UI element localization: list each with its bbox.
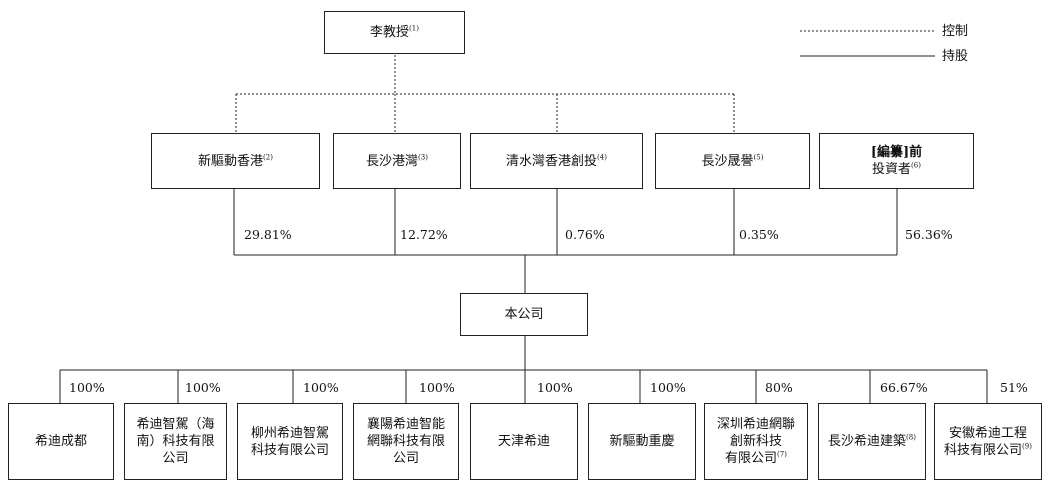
shareholder-note: (5)	[753, 153, 764, 162]
subsidiary-pct: 100%	[69, 380, 105, 395]
subsidiary-box: 希迪智駕（海南）科技有限公司	[124, 403, 227, 480]
subsidiary-box: 襄陽希迪智能網聯科技有限公司	[353, 403, 459, 480]
subsidiary-name-line: 創新科技	[729, 434, 782, 449]
company-box: 本公司	[460, 293, 588, 336]
subsidiary-box: 深圳希迪網聯創新科技有限公司(7)	[704, 403, 808, 480]
shareholder-name: [編纂]前	[870, 145, 923, 160]
subsidiary-box: 長沙希迪建築(8)	[818, 403, 926, 480]
subsidiary-pct: 80%	[765, 380, 793, 395]
subsidiary-name-line: 科技有限公司	[944, 442, 1023, 458]
subsidiary-box: 天津希迪	[470, 403, 578, 480]
legend-control-label: 控制	[942, 24, 969, 39]
subsidiary-name-line: 科技有限公司	[250, 442, 329, 458]
shareholding-pct: 56.36%	[905, 227, 953, 242]
subsidiary-name-line: 希迪成都	[34, 434, 87, 449]
shareholder-name: 長沙晟譽	[701, 153, 754, 169]
subsidiary-name-line: 天津希迪	[497, 434, 550, 449]
subsidiary-name-line: 新驅動重慶	[609, 434, 675, 449]
subsidiary-name-line: 希迪智駕（海	[136, 417, 215, 432]
shareholding-pct: 12.72%	[400, 227, 448, 242]
shareholder-box: 新驅動香港(2)	[151, 133, 320, 189]
shareholder-box: 長沙晟譽(5)	[655, 133, 810, 189]
subsidiary-pct: 100%	[303, 380, 339, 395]
subsidiary-pct: 66.67%	[880, 380, 928, 395]
subsidiary-pct: 51%	[1000, 380, 1028, 395]
subsidiary-pct: 100%	[650, 380, 686, 395]
subsidiary-name-line: 長沙希迪建築	[828, 434, 907, 449]
legend-holding-label: 持股	[942, 49, 969, 64]
shareholder-name: 長沙港灣	[366, 153, 419, 169]
shareholding-pct: 0.76%	[565, 227, 605, 242]
subsidiary-box: 希迪成都	[8, 403, 114, 480]
shareholder-note: (6)	[911, 161, 921, 170]
shareholder-box: [編纂]前投資者(6)	[819, 133, 974, 189]
shareholder-note: (4)	[597, 153, 607, 162]
company-name: 本公司	[504, 307, 544, 322]
subsidiary-note: (8)	[906, 433, 916, 442]
shareholder-note: (3)	[418, 153, 428, 162]
professor-box: 李教授(1)	[324, 11, 465, 54]
subsidiary-name-line: 柳州希迪智駕	[250, 425, 329, 441]
subsidiary-name-line: 公司	[162, 451, 189, 466]
subsidiary-pct: 100%	[185, 380, 221, 395]
shareholder-box: 長沙港灣(3)	[333, 133, 461, 189]
shareholder-note: (2)	[263, 153, 273, 162]
subsidiary-pct: 100%	[419, 380, 455, 395]
subsidiary-name-line: 有限公司	[725, 451, 778, 466]
shareholding-pct: 0.35%	[739, 227, 779, 242]
subsidiary-note: (7)	[777, 450, 787, 459]
subsidiary-name-line: 安徽希迪工程	[948, 425, 1027, 441]
subsidiary-pct: 100%	[537, 380, 573, 395]
subsidiary-box: 新驅動重慶	[588, 403, 696, 480]
shareholder-name-line2: 投資者	[872, 162, 912, 177]
subsidiary-note: (9)	[1022, 442, 1032, 451]
subsidiary-name-line: 深圳希迪網聯	[716, 417, 795, 432]
subsidiary-name-line: 網聯科技有限	[366, 434, 445, 449]
shareholding-pct: 29.81%	[244, 227, 292, 242]
professor-name: 李教授	[370, 25, 410, 40]
subsidiary-name-line: 南）科技有限	[136, 434, 215, 449]
shareholder-box: 清水灣香港創投(4)	[470, 133, 643, 189]
subsidiary-box: 安徽希迪工程科技有限公司(9)	[934, 403, 1042, 480]
professor-note: (1)	[409, 24, 419, 33]
subsidiary-name-line: 襄陽希迪智能	[366, 417, 445, 432]
shareholder-name: 清水灣香港創投	[506, 153, 598, 169]
subsidiary-box: 柳州希迪智駕科技有限公司	[237, 403, 343, 480]
subsidiary-name-line: 公司	[392, 451, 419, 466]
shareholder-name: 新驅動香港	[198, 153, 264, 169]
